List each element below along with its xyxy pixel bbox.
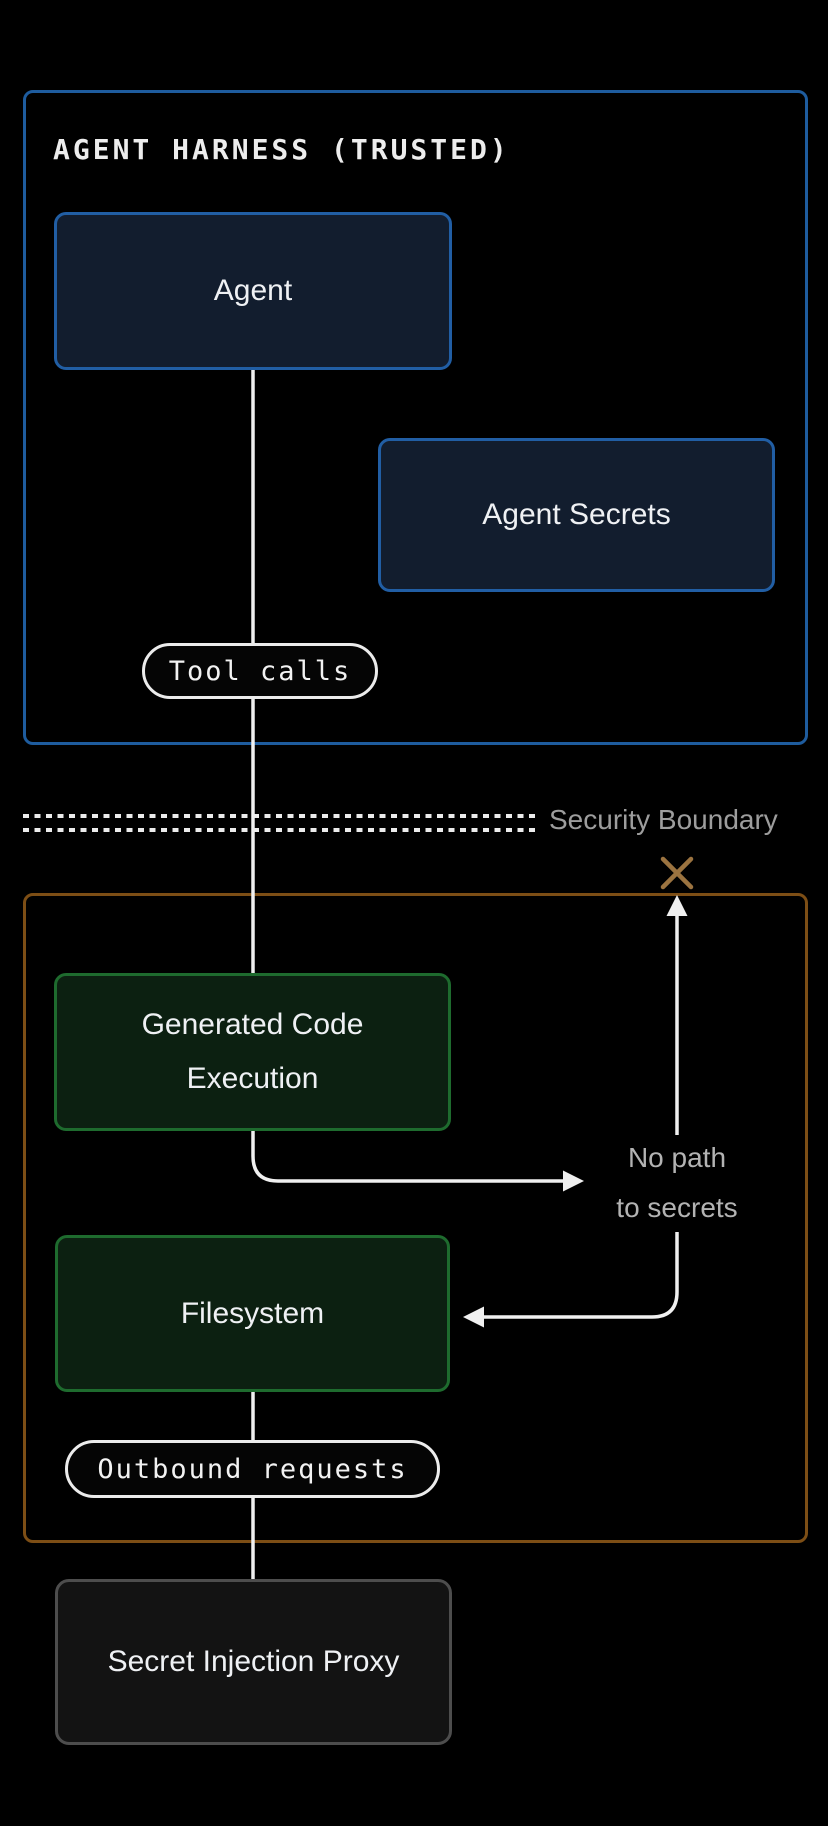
node-generated-code-execution-label: Generated Code Execution: [141, 1008, 364, 1095]
node-secret-injection-proxy: Secret Injection Proxy: [55, 1579, 452, 1745]
node-agent-secrets: Agent Secrets: [378, 438, 775, 592]
no-path-line-2: to secrets: [616, 1192, 738, 1223]
security-boundary-line: [23, 814, 535, 832]
node-agent-label: Agent: [213, 274, 293, 307]
no-path-line-1: No path: [627, 1142, 727, 1173]
node-generated-code-execution: Generated Code Execution: [54, 973, 451, 1131]
node-agent: Agent: [54, 212, 452, 370]
node-filesystem: Filesystem: [55, 1235, 450, 1392]
security-boundary-label: Security Boundary: [549, 804, 778, 835]
sandbox-zone-frame: [23, 893, 808, 1543]
tool-calls-label: Tool calls: [168, 655, 352, 687]
node-filesystem-label: Filesystem: [180, 1296, 325, 1330]
node-agent-secrets-label: Agent Secrets: [482, 498, 671, 531]
trusted-zone-title: AGENT HARNESS (TRUSTED): [53, 133, 510, 166]
edge-label-tool-calls: Tool calls: [142, 643, 378, 699]
blocked-x-icon: [660, 856, 694, 890]
outbound-requests-label: Outbound requests: [97, 1453, 408, 1485]
trusted-zone-frame: [23, 90, 808, 745]
node-secret-injection-proxy-label: Secret Injection Proxy: [107, 1645, 400, 1678]
edge-label-outbound-requests: Outbound requests: [65, 1440, 440, 1498]
no-path-to-secrets-label: No path to secrets: [597, 1133, 757, 1233]
